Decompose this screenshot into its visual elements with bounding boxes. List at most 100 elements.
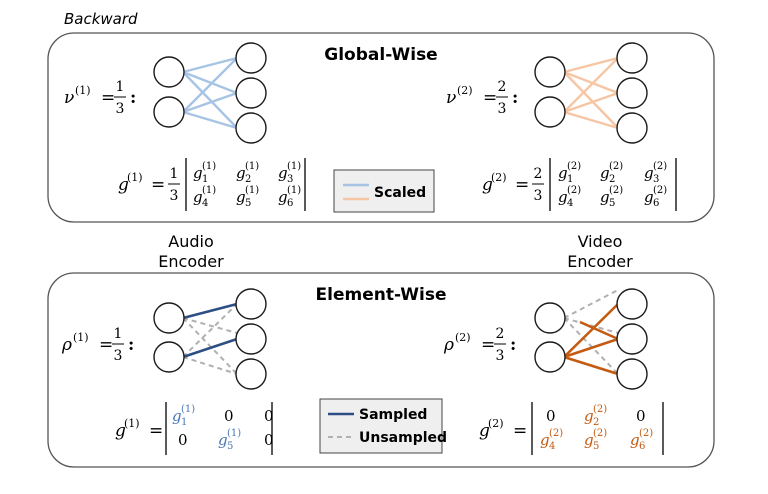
matrix-zero: 0 [178,431,188,449]
coef-numerator: 1 [170,166,179,182]
equals-sign: = [483,88,497,108]
entry-symbol: g [558,188,568,206]
entry-symbol: g [278,188,288,206]
scaled-legend: Scaled [333,169,435,213]
output-node [616,288,648,320]
entry-superscript: (2) [609,161,623,172]
entry-subscript: 4 [549,441,555,452]
gradient-superscript: (2) [491,171,507,184]
fraction-numerator: 2 [496,326,505,342]
output-node [235,323,267,355]
audio-label-line2: Encoder [158,252,224,271]
unsampled-edge [563,317,619,375]
element-wise-panel: Element-Wise ρ (1) [47,272,715,468]
equals-sign: = [151,175,165,195]
entry-superscript: (1) [227,428,241,439]
global-panel-title: Global-Wise [324,45,437,65]
equals-sign: = [513,421,527,441]
gradient-symbol: g [482,175,493,195]
entry-superscript: (2) [593,404,607,415]
equals-sign: = [149,421,163,441]
edge [182,110,238,130]
fraction-denominator: 3 [116,101,125,117]
colon: : [128,335,134,355]
output-node [235,77,267,109]
output-node [616,358,648,390]
entry-symbol: g [218,431,228,449]
element-video-network [534,288,648,390]
entry-symbol: g [600,164,610,182]
fraction-numerator: 1 [114,326,123,342]
entry-subscript: 2 [593,417,599,428]
entry-subscript: 5 [593,441,599,452]
video-label-line1: Video [578,232,623,251]
equals-sign: = [99,335,113,355]
entry-symbol: g [600,188,610,206]
gradient-superscript: (2) [488,417,504,430]
video-label-line2: Encoder [567,252,633,271]
entry-subscript: 6 [287,198,293,209]
sampled-edge [563,337,619,359]
output-node [235,358,267,390]
legend-box [333,169,435,213]
output-node [616,112,648,144]
entry-subscript: 6 [639,441,645,452]
fraction-numerator: 2 [498,79,507,95]
entry-symbol: g [172,407,182,425]
edge [182,56,238,74]
weight-symbol: ρ [443,335,454,355]
global-audio-weight: ν (1) = 1 3 : [64,79,136,117]
sampling-legend: Sampled Unsampled [319,398,447,454]
entry-subscript: 6 [653,198,659,209]
coef-denominator: 3 [170,188,179,204]
output-node [235,288,267,320]
input-node [534,302,566,334]
unsampled-edge [182,303,238,358]
matrix-zero: 0 [636,407,646,425]
entry-superscript: (2) [653,185,667,196]
entry-superscript: (1) [181,404,195,415]
entry-superscript: (1) [202,185,216,196]
entry-symbol: g [644,164,654,182]
equals-sign: = [481,335,495,355]
coef-denominator: 3 [534,188,543,204]
entry-subscript: 1 [567,174,573,185]
entry-superscript: (2) [609,185,623,196]
entry-superscript: (1) [245,161,259,172]
weight-superscript: (2) [457,84,473,97]
entry-symbol: g [236,164,246,182]
legend-box [319,398,443,454]
unsampled-legend-label: Unsampled [359,430,447,446]
edge [563,91,619,114]
fraction-denominator: 3 [114,348,123,364]
video-encoder-label: Video Encoder [567,232,633,271]
entry-superscript: (2) [639,428,653,439]
unsampled-edge [563,289,619,319]
output-node [235,42,267,74]
input-node [153,56,185,88]
element-panel-title: Element-Wise [316,285,447,305]
edge [182,71,238,129]
entry-symbol: g [236,188,246,206]
unsampled-edge [182,317,238,375]
edge [182,70,238,95]
entry-subscript: 2 [609,174,615,185]
entry-symbol: g [193,188,203,206]
element-video-weight: ρ (2) = 2 3 : [443,326,516,364]
gradient-symbol: g [118,175,129,195]
